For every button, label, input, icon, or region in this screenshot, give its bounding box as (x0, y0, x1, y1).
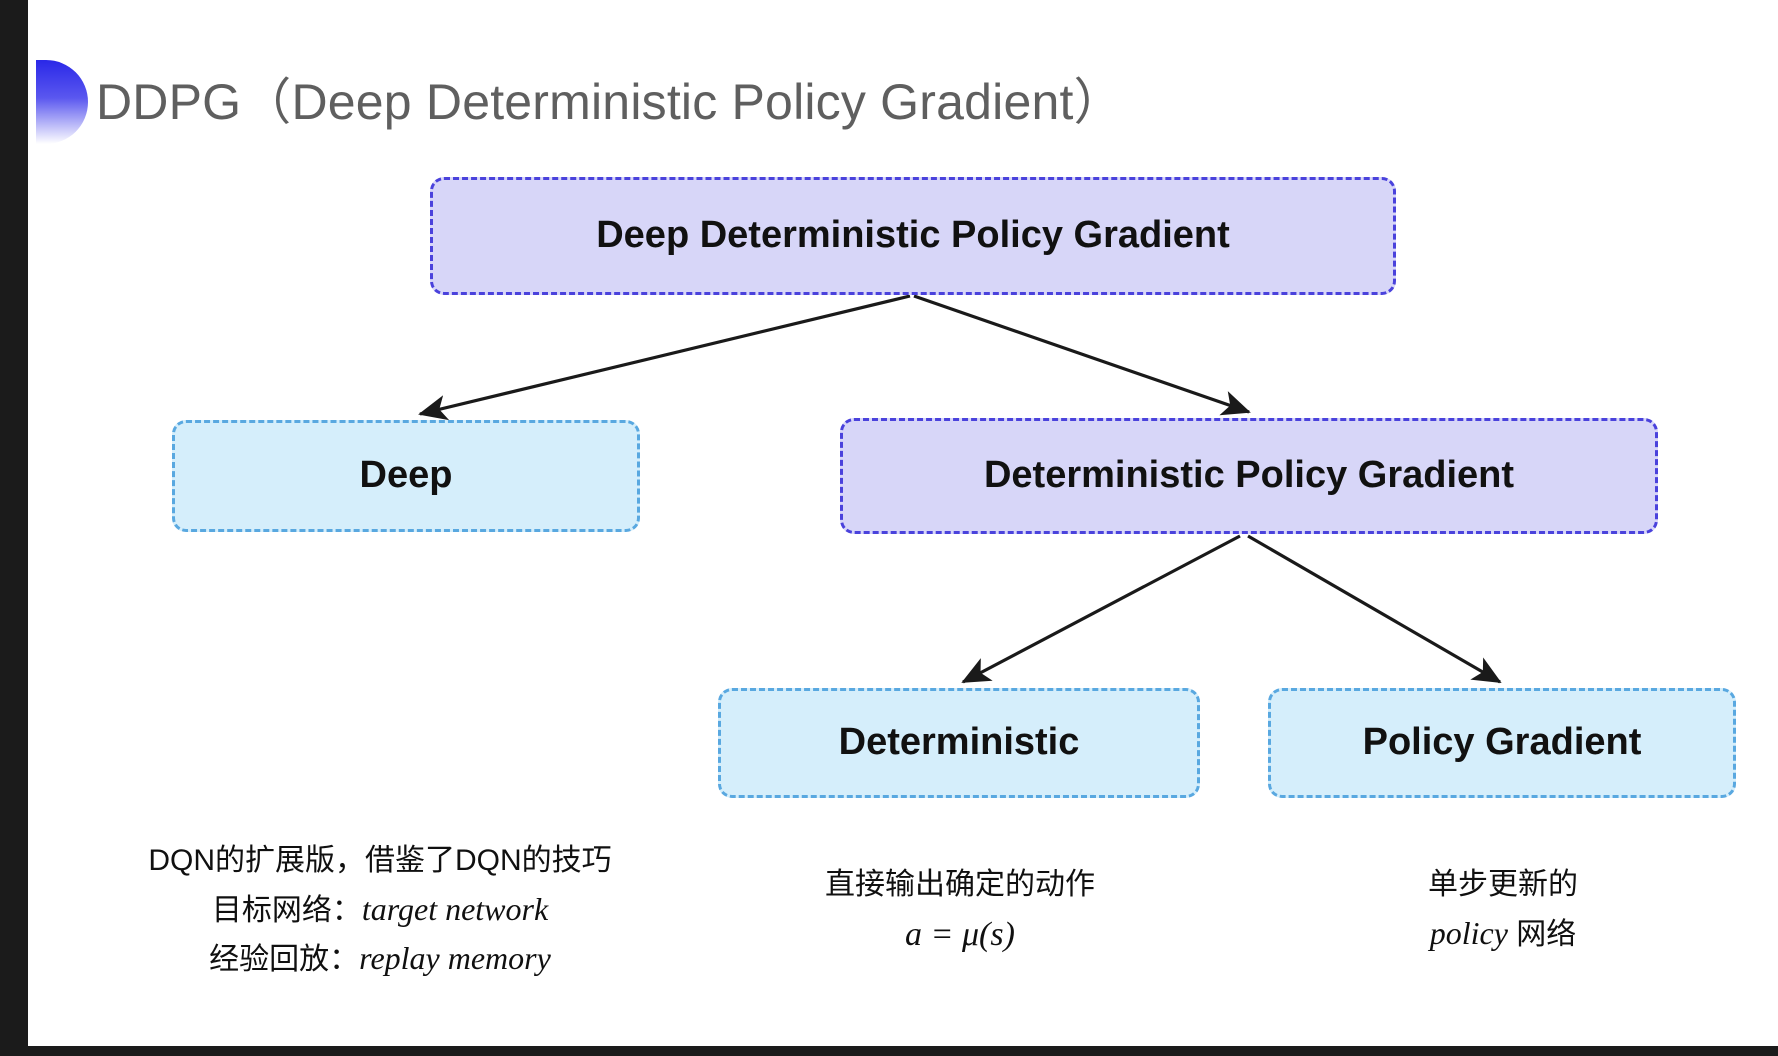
node-deep[interactable]: Deep (172, 420, 640, 532)
edge-dpg-to-pg (1247, 534, 1502, 684)
caption-deep-line1: DQN的扩展版，借鉴了DQN的技巧 (148, 844, 612, 877)
bottom-edge-strip (0, 1046, 1778, 1056)
node-deep-label: Deep (359, 454, 453, 497)
caption-deep-line3-label: 经验回放： (209, 943, 360, 977)
node-deterministic-label: Deterministic (838, 721, 1080, 764)
node-dpg-label: Deterministic Policy Gradient (983, 454, 1515, 497)
caption-deep-line2-label: 目标网络： (211, 893, 362, 927)
node-deterministic-policy-gradient[interactable]: Deterministic Policy Gradient (840, 418, 1658, 534)
node-deterministic[interactable]: Deterministic (718, 688, 1200, 798)
node-policy-gradient[interactable]: Policy Gradient (1268, 688, 1736, 798)
caption-policy-gradient-term: policy (1429, 914, 1508, 951)
caption-policy-gradient-line1: 单步更新的 (1428, 868, 1578, 901)
caption-deep-line2: 目标网络：target network (120, 885, 640, 935)
caption-deep-line2-term: target network (361, 890, 549, 927)
caption-deterministic: 直接输出确定的动作 a = μ(s) (720, 862, 1200, 961)
node-root[interactable]: Deep Deterministic Policy Gradient (430, 177, 1396, 295)
page-title: DDPG（Deep Deterministic Policy Gradient） (96, 74, 1124, 130)
edge-root-to-dpg (913, 294, 1251, 416)
half-circle-gradient-icon (36, 60, 88, 144)
node-policy-gradient-label: Policy Gradient (1362, 721, 1642, 764)
edge-dpg-to-det (961, 534, 1241, 684)
caption-policy-gradient-suffix: 网络 (1507, 917, 1577, 951)
node-root-label: Deep Deterministic Policy Gradient (596, 214, 1230, 257)
caption-deterministic-formula: a = μ(s) (905, 915, 1015, 953)
caption-deep-line3-term: replay memory (359, 940, 551, 977)
caption-deep: DQN的扩展版，借鉴了DQN的技巧 目标网络：target network 经验… (120, 838, 640, 984)
caption-policy-gradient-line2: policy 网络 (1270, 909, 1736, 959)
caption-policy-gradient: 单步更新的 policy 网络 (1270, 862, 1736, 958)
caption-deep-line3: 经验回放：replay memory (120, 934, 640, 984)
left-edge-strip (0, 0, 28, 1056)
caption-deterministic-line1: 直接输出确定的动作 (825, 868, 1095, 901)
edge-root-to-deep (418, 294, 911, 421)
